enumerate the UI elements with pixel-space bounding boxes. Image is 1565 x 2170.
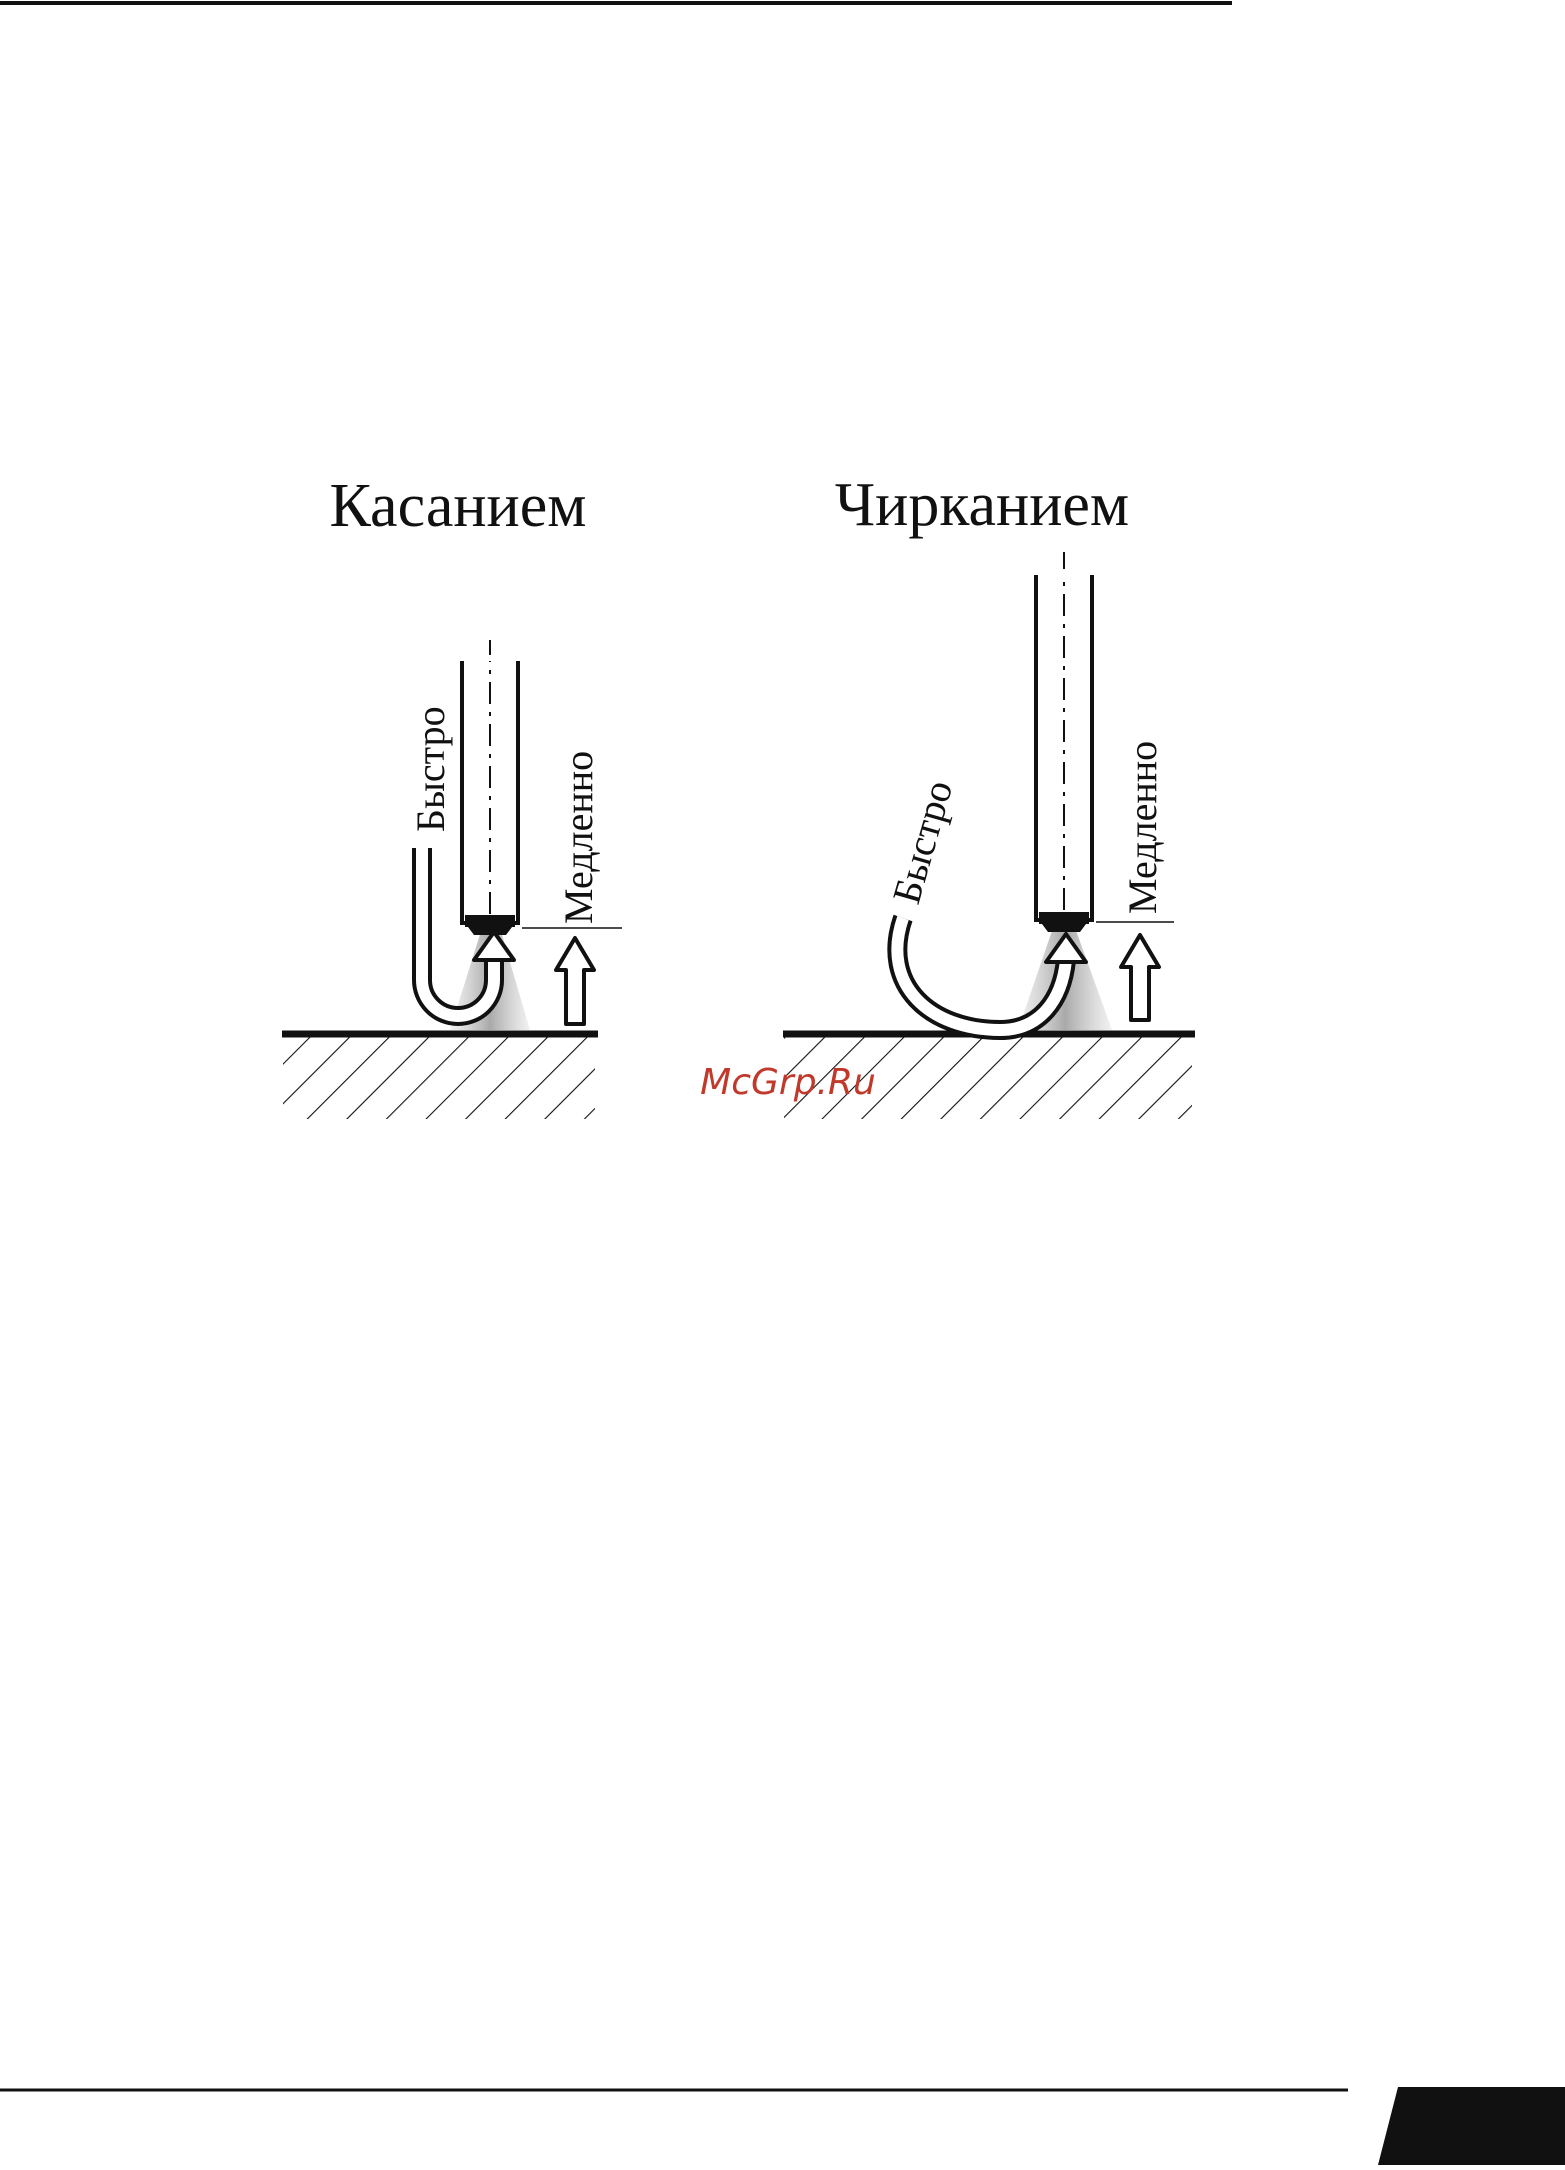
touch-slow-label: Медленно: [556, 751, 601, 924]
base-metal-hatch: [283, 1037, 595, 1119]
scratch-method-diagram: Чирканием Быстро Медленно: [783, 471, 1195, 1119]
touch-method-title: Касанием: [330, 472, 587, 540]
electrode: [458, 640, 522, 935]
scratch-method-title: Чирканием: [835, 471, 1129, 539]
slow-lift-arrow: [556, 938, 594, 1024]
watermark: McGrp.Ru: [700, 1062, 876, 1103]
slow-lift-arrow-right: [1121, 935, 1159, 1020]
touch-method-diagram: Касанием Быстро Медленно: [282, 472, 622, 1119]
page-number-tab: [1378, 2087, 1565, 2165]
scratch-slow-label: Медленно: [1120, 741, 1165, 914]
touch-fast-label: Быстро: [408, 706, 453, 832]
electrode-right: [1032, 552, 1096, 932]
scratch-fast-label: Быстро: [883, 775, 961, 908]
